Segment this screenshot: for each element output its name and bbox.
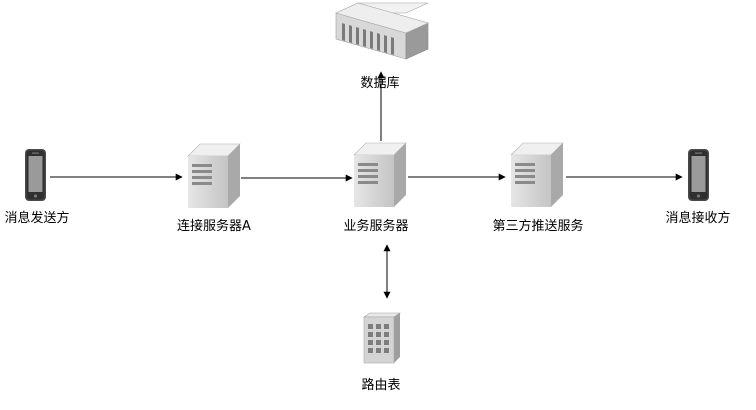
database-label: 数据库: [360, 76, 400, 91]
sender-label: 消息发送方: [4, 211, 70, 226]
server-icon: [187, 143, 241, 208]
mobile-phone-icon: [688, 149, 709, 201]
route-table-label: 路由表: [361, 378, 401, 393]
connection-server-label: 连接服务器A: [177, 219, 251, 234]
table-icon: [363, 312, 401, 364]
mobile-phone-icon: [25, 149, 46, 201]
server-icon: [510, 142, 564, 207]
database-icon: [335, 2, 429, 60]
edges: [50, 71, 683, 299]
receiver-label: 消息接收方: [665, 211, 731, 226]
server-icon: [353, 142, 407, 207]
business-server-label: 业务服务器: [343, 219, 409, 234]
push-service-label: 第三方推送服务: [492, 219, 584, 234]
